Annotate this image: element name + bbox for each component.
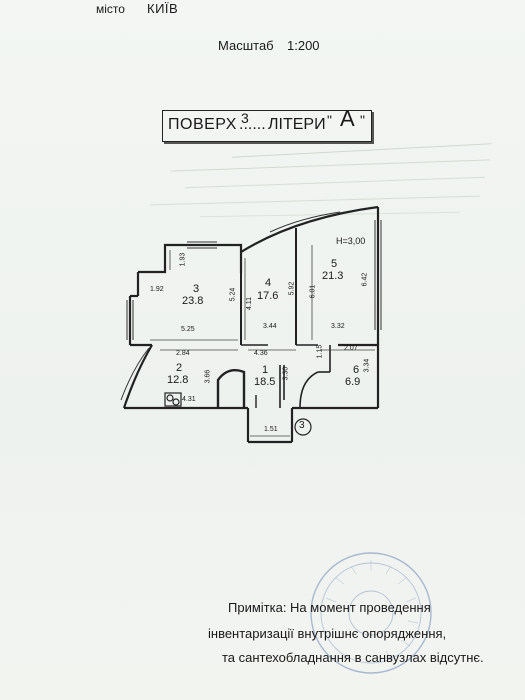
fixture-icon (164, 392, 182, 407)
dimension-label: 5.92 (288, 281, 296, 296)
room-3-number: 3 (193, 283, 200, 295)
ceiling-height: Н=3,00 (336, 236, 366, 246)
room-1-number: 1 (262, 364, 269, 376)
dimension-label: 5.25 (181, 326, 195, 333)
dimension-label: 3.66 (204, 369, 212, 384)
floor-open-quote: " (327, 112, 332, 128)
dimension-label: 1.92 (150, 286, 164, 293)
note-line-3: та сантехобладнання в санвузлах відсутнє… (222, 650, 484, 665)
note-line-1: Примітка: На момент проведення (228, 600, 431, 615)
floor-close-quote: " (360, 112, 365, 128)
room-5-number: 5 (331, 258, 338, 270)
room-6-number: 6 (353, 364, 360, 376)
dimension-label: 3.34 (363, 358, 371, 373)
scale-value: 1:200 (287, 38, 320, 53)
scale-label: Масштаб (218, 38, 274, 53)
dimension-label: 3.32 (331, 323, 345, 330)
stair-marker-circle (294, 418, 312, 436)
room-4-number: 4 (265, 277, 272, 289)
floor-title-box (162, 110, 372, 142)
floor-letters-label: ЛІТЕРИ (268, 116, 326, 133)
room-3-area: 23.8 (182, 295, 204, 307)
dimension-label: 2.84 (176, 350, 190, 357)
room-2-number: 2 (176, 362, 183, 374)
dimension-label: 4.11 (246, 296, 254, 311)
dimension-label: 6.01 (309, 284, 317, 299)
dimension-label: 3.30 (282, 366, 290, 381)
dimension-label: 2.07 (344, 345, 358, 352)
official-stamp-icon (310, 552, 432, 674)
room-1-area: 18.5 (254, 376, 276, 388)
floor-letter: А (340, 106, 355, 131)
stair-marker-label: 3 (299, 420, 305, 431)
dimension-label: 6.42 (361, 272, 369, 287)
floor-dots: ...... (239, 116, 266, 133)
city-value: КИЇВ (147, 1, 179, 16)
dimension-label: 1.15 (316, 344, 324, 359)
dimension-label: 5.24 (229, 287, 237, 302)
city-label: місто (96, 2, 125, 16)
dimension-label: 4.31 (182, 396, 196, 403)
floor-prefix: ПОВЕРХ (168, 116, 237, 133)
dimension-label: 1.93 (179, 252, 187, 267)
room-2-area: 12.8 (167, 374, 189, 386)
dimension-label: 4.36 (254, 350, 268, 357)
dimension-label: 1.51 (264, 426, 278, 433)
room-4-area: 17.6 (257, 290, 279, 302)
floor-number: 3 (241, 110, 249, 126)
room-5-area: 21.3 (322, 270, 344, 282)
dimension-label: 3.44 (263, 323, 277, 330)
note-line-2: інвентаризації внутрішнє опорядження, (208, 626, 447, 641)
room-6-area: 6.9 (345, 376, 361, 388)
